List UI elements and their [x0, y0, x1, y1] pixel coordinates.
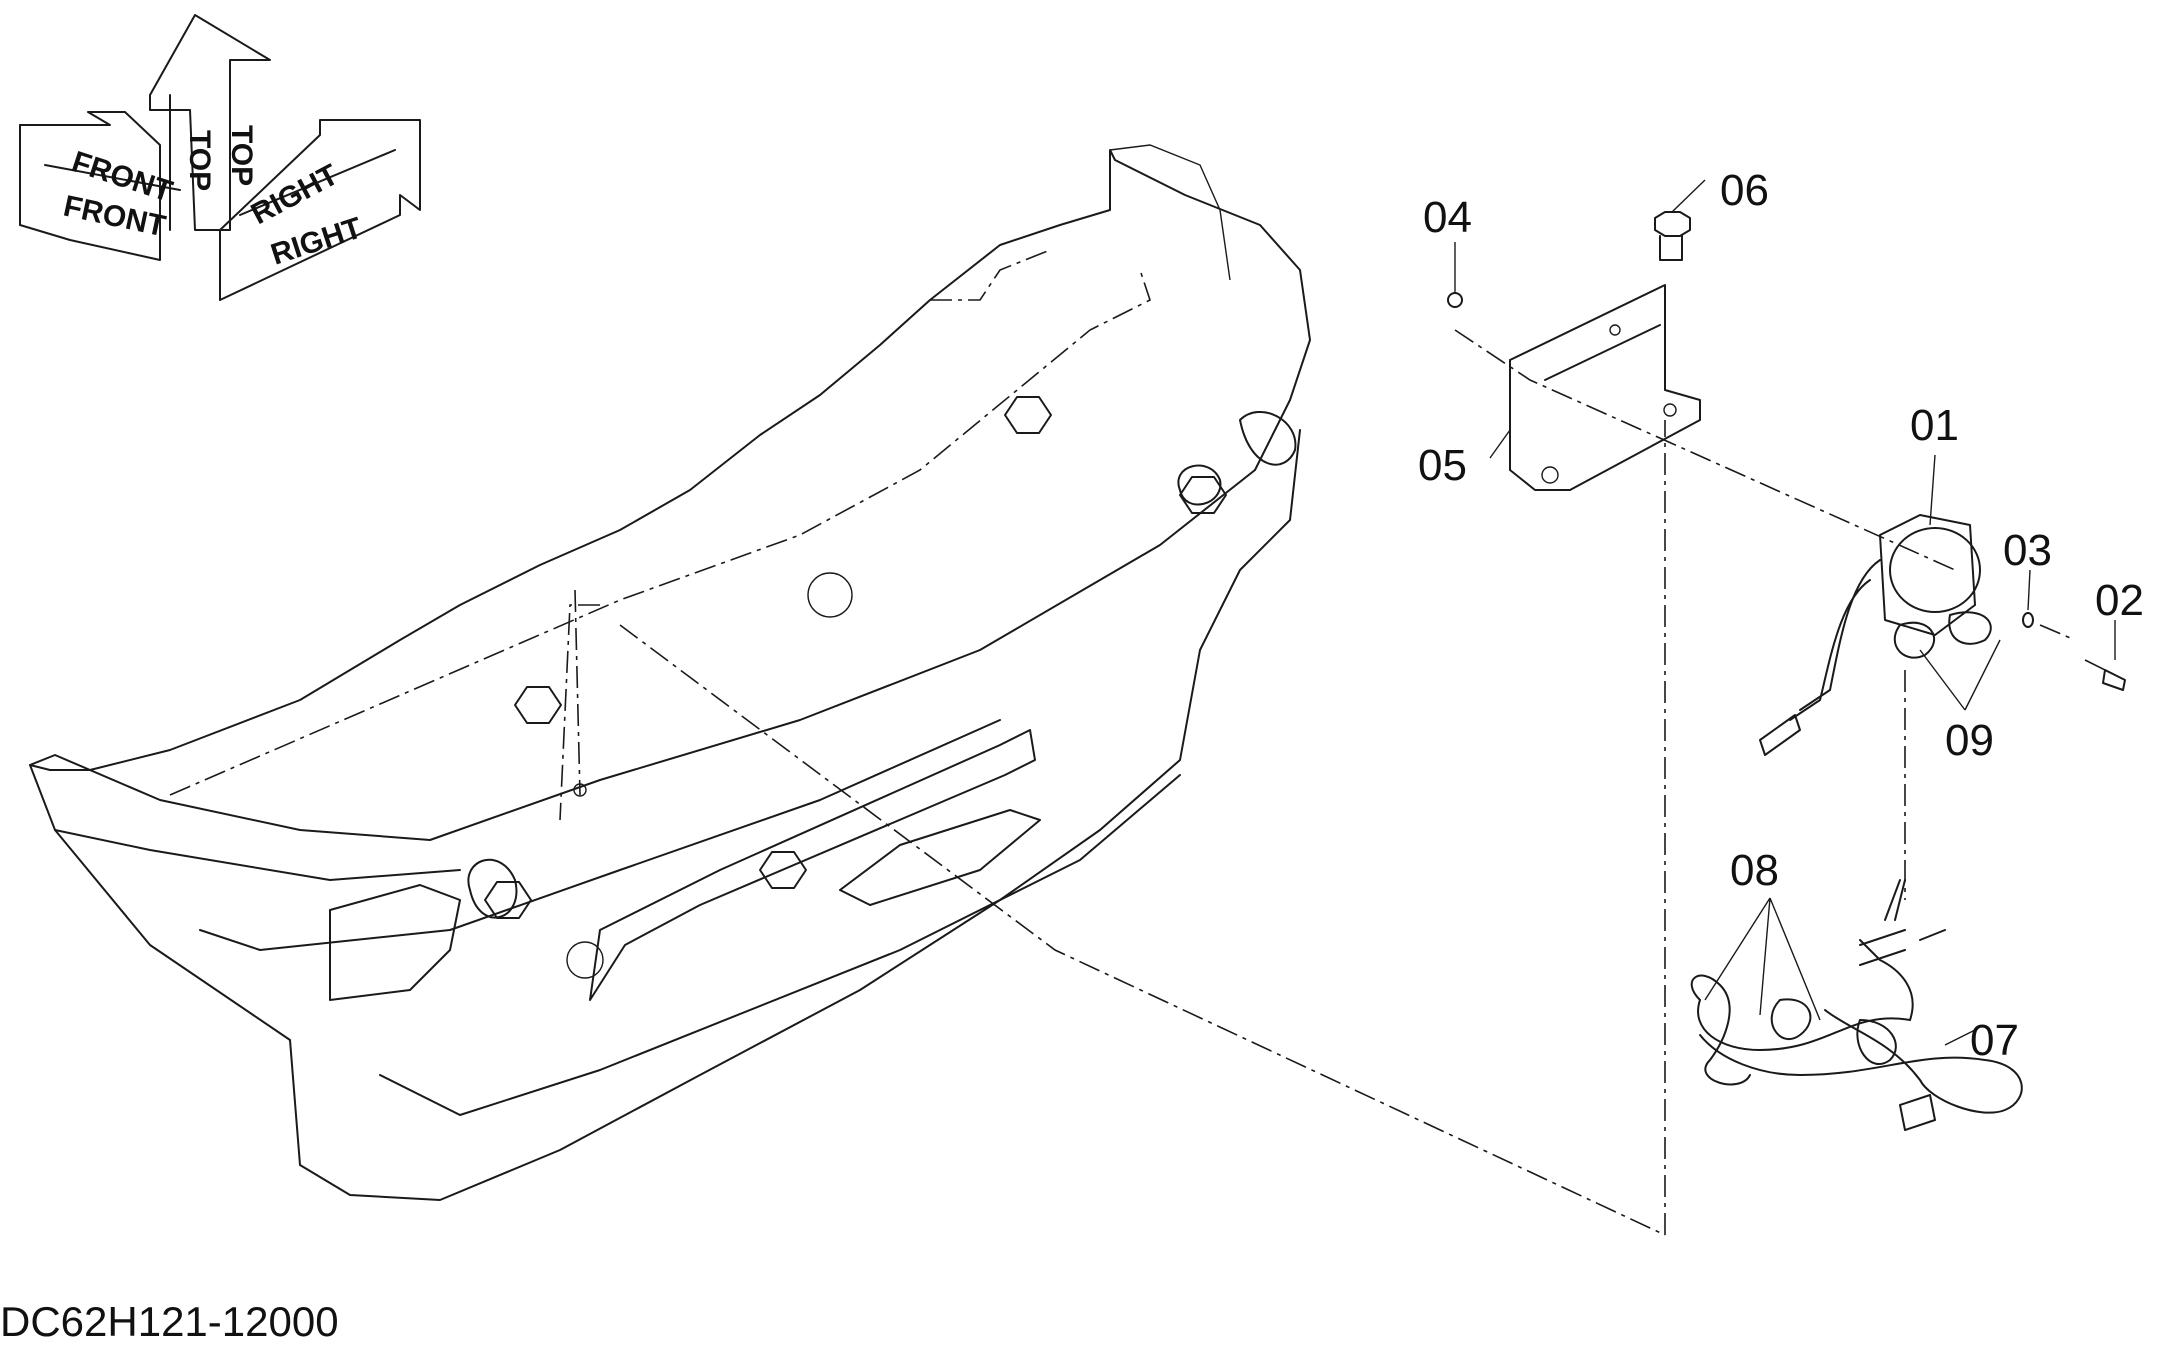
- callout-06: 06: [1720, 166, 1769, 215]
- callout-02: 02: [2095, 576, 2144, 625]
- bolt-06: [1654, 211, 1691, 261]
- label-right-bottom: RIGHT: [267, 211, 366, 271]
- label-top-left: TOP: [183, 130, 216, 191]
- callout-07: 07: [1970, 1016, 2019, 1065]
- screw-02: [2102, 669, 2126, 691]
- callout-01: 01: [1910, 401, 1959, 450]
- washer-03: [2022, 612, 2034, 628]
- harness-07: [1690, 879, 2023, 1131]
- alarm-unit-01: [1759, 514, 1992, 756]
- bracket-05: [1509, 284, 1701, 491]
- callout-04: 04: [1423, 193, 1472, 242]
- callout-leaders: [1454, 179, 2116, 1046]
- callout-03: 03: [2003, 526, 2052, 575]
- bumper-body: [29, 144, 1311, 1201]
- leader-lines: [574, 329, 2116, 1236]
- callouts: 01 02 03 04 05 06 07 08 09: [1418, 166, 2144, 1065]
- callout-05: 05: [1418, 441, 1467, 490]
- nut-04: [1447, 292, 1463, 308]
- orientation-indicator: FRONT FRONT TOP TOP RIGHT RIGHT: [19, 14, 421, 301]
- label-top-right: TOP: [225, 125, 258, 186]
- drawing-code: DC62H121-12000: [0, 1298, 339, 1345]
- callout-09: 09: [1945, 716, 1994, 765]
- callout-08: 08: [1730, 846, 1779, 895]
